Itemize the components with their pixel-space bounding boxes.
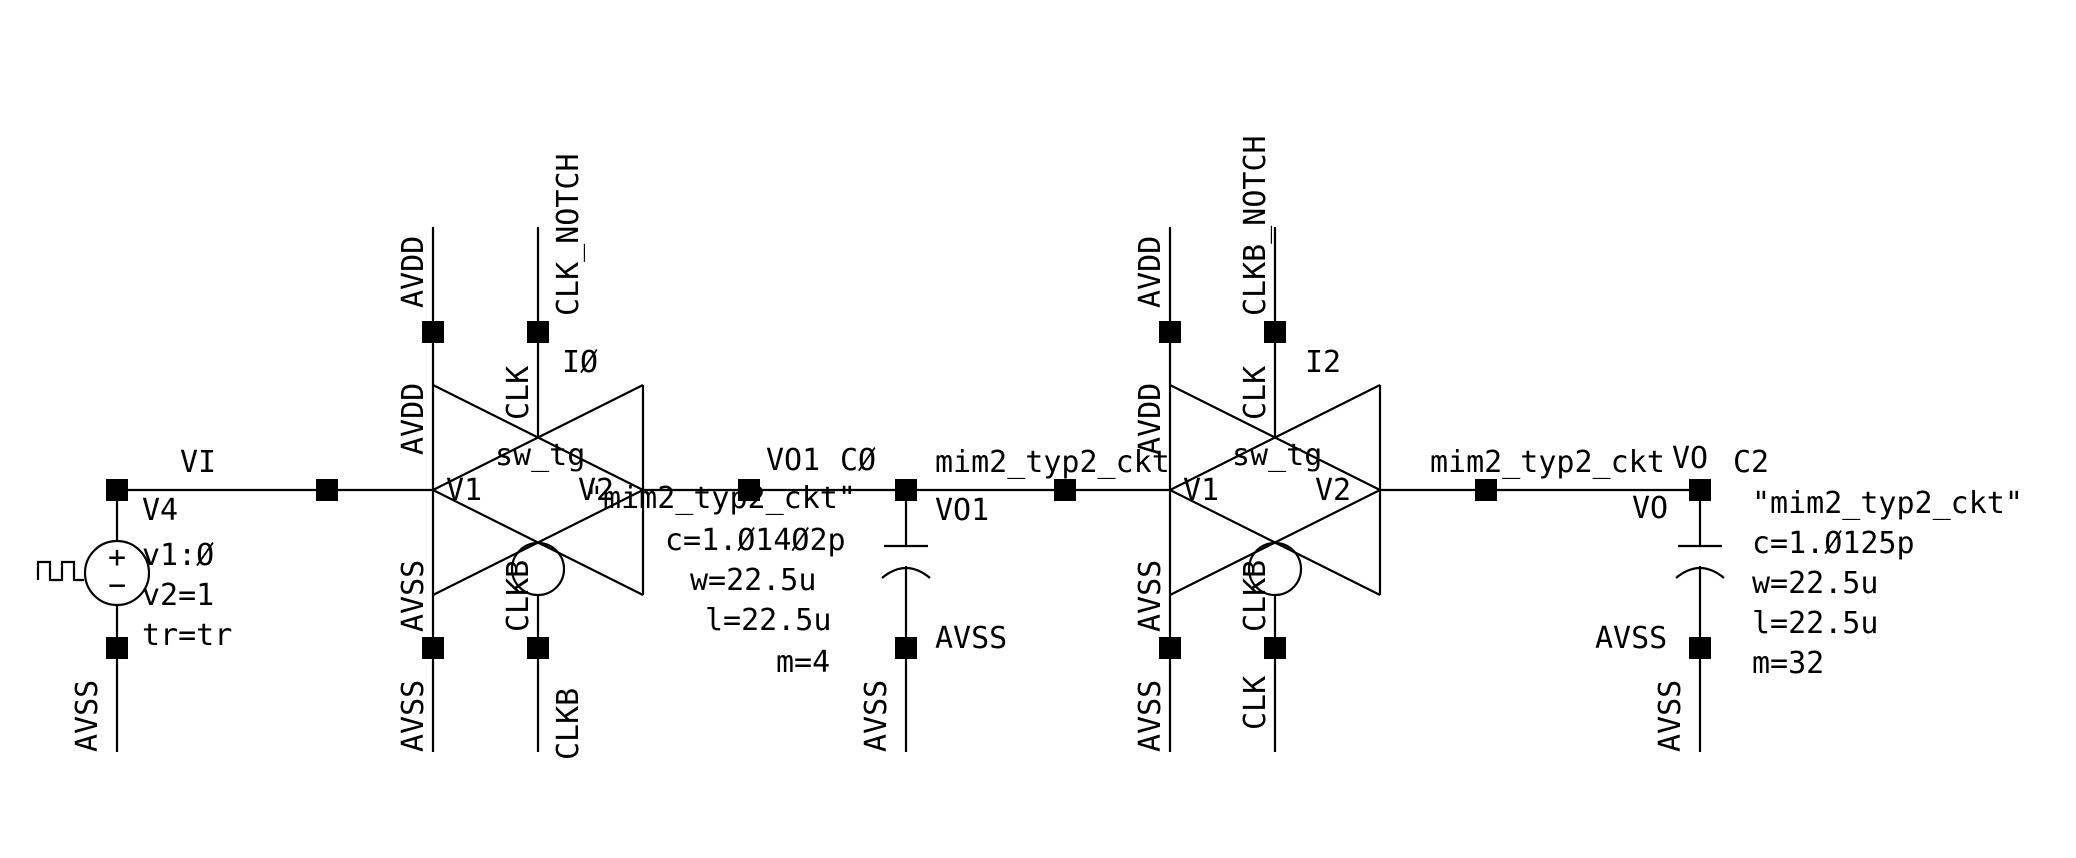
sw2-avss-pin[interactable]	[1159, 637, 1181, 659]
sw1-pin-clkb: CLKB	[501, 560, 536, 632]
sw2-pin-avss: AVSS	[1133, 560, 1168, 632]
sw2-avdd-pin[interactable]	[1159, 321, 1181, 343]
sw1-cell-name: sw_tg	[495, 438, 585, 473]
cap1-pin-vo1: VO1	[935, 493, 989, 528]
sw1-pin-v2: V2	[578, 473, 614, 508]
source-top-pin[interactable]	[106, 479, 128, 501]
sw1-pin-avss: AVSS	[396, 560, 431, 632]
sw1-pin-v1: V1	[446, 473, 482, 508]
cap2-gnd-pin[interactable]	[1689, 637, 1711, 659]
sw1-net-avdd: AVDD	[396, 236, 431, 308]
sw2-net-avss: AVSS	[1133, 680, 1168, 752]
sw2-instance: I2	[1305, 345, 1341, 380]
pulse-source-v4[interactable]: + − V4 v1:Ø v2=1 tr=tr	[36, 490, 232, 653]
source-param-v1: v1:Ø	[142, 538, 214, 573]
cap2-top-pin[interactable]	[1689, 479, 1711, 501]
source-minus-sign: −	[108, 568, 126, 603]
sw2-clkb-pin[interactable]	[1264, 637, 1286, 659]
sw1-pin-clk: CLK	[501, 366, 536, 420]
cap1-param-w: w=22.5u	[690, 563, 816, 598]
vo1-pin[interactable]	[738, 479, 760, 501]
sw2-cell-name: sw_tg	[1232, 438, 1322, 473]
sw2-pin-v1: V1	[1183, 473, 1219, 508]
cap1-instance: CØ	[840, 443, 876, 478]
sw2-pin-avdd: AVDD	[1133, 383, 1168, 455]
vo-pin[interactable]	[1475, 479, 1497, 501]
cap1-pin-avss: AVSS	[935, 621, 1007, 656]
source-param-v2: v2=1	[142, 578, 214, 613]
pulse-waveform-icon	[36, 560, 84, 582]
net-vo1-label: VO1	[766, 443, 820, 478]
sw1-avss-pin[interactable]	[422, 637, 444, 659]
source-plus-sign: +	[108, 540, 126, 575]
sw2-pin-clkb: CLKB	[1238, 560, 1273, 632]
source-param-tr: tr=tr	[142, 618, 232, 653]
cap2-gnd-net: AVSS	[1653, 680, 1688, 752]
sw2-net-clk: CLK	[1238, 676, 1273, 730]
cap2-param-l: l=22.5u	[1752, 606, 1878, 641]
sw1-instance: IØ	[562, 345, 598, 380]
source-instance-name: V4	[142, 493, 178, 528]
sw1-clk-pin[interactable]	[527, 321, 549, 343]
sw1-net-clkb: CLKB	[551, 688, 586, 760]
cap1-param-c: c=1.Ø14Ø2p	[665, 523, 846, 558]
net-mid-label: mim2_typ2_ckt	[935, 445, 1170, 480]
cap2-pin-avss: AVSS	[1595, 621, 1667, 656]
cap2-param-c: c=1.Ø125p	[1752, 526, 1915, 561]
cap1-gnd-pin[interactable]	[895, 637, 917, 659]
cap1-param-l: l=22.5u	[705, 603, 831, 638]
switch-sw-tg-i2[interactable]: I2 sw_tg V1 V2 AVDD CLK AVSS CLKB	[1133, 227, 1382, 752]
vi-pin[interactable]	[316, 479, 338, 501]
switch-sw-tg-i0[interactable]: IØ sw_tg V1 V2 AVDD CLK AVSS CLKB	[396, 227, 645, 752]
sw2-clk-pin[interactable]	[1264, 321, 1286, 343]
cap1-top-pin[interactable]	[895, 479, 917, 501]
net-vi-label: VI	[180, 445, 216, 480]
capacitor-c0[interactable]: CØ "mim2_typ2_ckt" c=1.Ø14Ø2p w=22.5u l=…	[585, 443, 1007, 752]
source-gnd-label: AVSS	[70, 680, 105, 752]
cap2-param-w: w=22.5u	[1752, 566, 1878, 601]
sw2-net-avdd: AVDD	[1133, 236, 1168, 308]
cap1-gnd-net: AVSS	[859, 680, 894, 752]
cap2-instance: C2	[1733, 445, 1769, 480]
sw1-clkb-pin[interactable]	[527, 637, 549, 659]
cap1-param-m: m=4	[776, 645, 830, 680]
mid-pin[interactable]	[1054, 479, 1076, 501]
cap2-param-m: m=32	[1752, 646, 1824, 681]
sw2-net-clkb-notch: CLKB_NOTCH	[1238, 135, 1273, 316]
net-vo-label: VO	[1672, 441, 1708, 476]
sw2-pin-clk: CLK	[1238, 366, 1273, 420]
source-circle	[83, 539, 151, 607]
cap1-model: "mim2_typ2_ckt"	[585, 481, 856, 516]
sw1-net-clk-notch: CLK_NOTCH	[551, 153, 586, 316]
capacitor-c2[interactable]: C2 "mim2_typ2_ckt" c=1.Ø125p w=22.5u l=2…	[1595, 445, 2023, 752]
sw1-avdd-pin[interactable]	[422, 321, 444, 343]
cap2-pin-vo: VO	[1632, 491, 1668, 526]
sw1-net-avss: AVSS	[396, 680, 431, 752]
cap2-model: "mim2_typ2_ckt"	[1752, 486, 2023, 521]
source-gnd-pin[interactable]	[106, 637, 128, 659]
sw2-pin-v2: V2	[1315, 473, 1351, 508]
sw1-pin-avdd: AVDD	[396, 383, 431, 455]
net-out-label: mim2_typ2_ckt	[1430, 445, 1665, 480]
